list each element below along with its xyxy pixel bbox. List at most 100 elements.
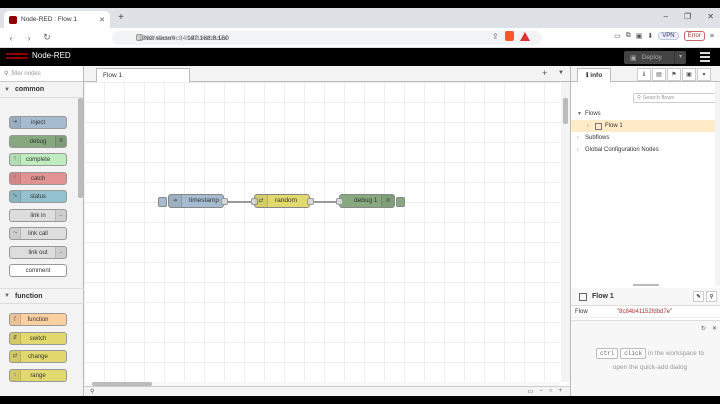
palette-filter-input[interactable]: ⚲ filter nodes — [0, 66, 83, 82]
zoom-controls: ▭ − ○ + — [528, 388, 562, 395]
browser-tab[interactable]: Node-RED : Flow 1 ✕ — [4, 11, 110, 28]
palette-scrollbar[interactable] — [78, 98, 83, 198]
help-book-icon[interactable]: ▤ — [652, 68, 666, 81]
add-flow-button[interactable]: + — [542, 68, 548, 78]
vpn-button[interactable]: VPN — [658, 32, 679, 40]
refresh-tip-icon[interactable]: ↻ — [700, 326, 706, 332]
close-tip-icon[interactable]: ✕ — [711, 326, 717, 332]
back-icon[interactable]: ‹ — [9, 32, 13, 43]
palette-node-function[interactable]: ƒ function — [9, 313, 67, 326]
tab-info[interactable]: ℹ info — [577, 68, 612, 82]
sidebar-scrollbar[interactable] — [715, 82, 720, 286]
tree-item-subflows[interactable]: › Subflows — [571, 132, 720, 144]
catch-alert-icon: ! — [10, 173, 21, 184]
random-icon: ⇄ — [255, 195, 268, 207]
workspace-vertical-scrollbar[interactable] — [561, 82, 570, 382]
zoom-out-icon[interactable]: − — [539, 388, 543, 394]
brand-name: Node-RED — [32, 51, 71, 60]
new-tab-button[interactable]: + — [118, 12, 124, 23]
palette-node-comment[interactable]: comment — [9, 264, 67, 277]
wire-random-debug[interactable] — [310, 201, 340, 203]
reload-icon[interactable]: ↻ — [43, 32, 51, 42]
flow-info-key: Flow — [575, 308, 588, 315]
palette-node-complete[interactable]: ! complete — [9, 153, 67, 166]
info-icon: ℹ — [586, 72, 591, 79]
info-tab-icon[interactable]: ℹ — [637, 68, 651, 81]
share-icon[interactable]: ⇪ — [492, 31, 499, 41]
flow-node-debug[interactable]: debug 1 ≣ — [336, 194, 395, 208]
link-in-icon: → — [55, 210, 66, 221]
config-lock-icon[interactable]: ▣ — [682, 68, 696, 81]
input-port[interactable] — [251, 198, 258, 205]
workspace-canvas[interactable]: ➜ timestamp ⇄ random debug 1 ≣ ⬉ — [84, 82, 560, 382]
zoom-reset-icon[interactable]: ○ — [548, 388, 553, 394]
filter-icon: ⚲ — [4, 71, 9, 77]
brave-rewards-icon[interactable] — [519, 31, 530, 41]
flow-list-dropdown-icon[interactable]: ▼ — [558, 70, 564, 76]
extensions-icon[interactable]: ⧉ — [625, 32, 631, 39]
tree-item-global-config[interactable]: › Global Configuration Nodes — [571, 144, 720, 156]
close-tab-icon[interactable]: ✕ — [99, 16, 105, 24]
flow-node-random[interactable]: ⇄ random — [251, 194, 314, 208]
sidebar-tab-label: info — [590, 72, 603, 79]
forward-icon[interactable]: › — [27, 32, 31, 43]
palette-node-label: range — [30, 372, 46, 379]
scrollbar-thumb[interactable] — [563, 98, 568, 124]
workspace-footer: ⚲ ▭ − ○ + — [84, 386, 570, 396]
main-menu-icon[interactable] — [700, 52, 710, 64]
flow-node-timestamp[interactable]: ➜ timestamp — [168, 194, 228, 208]
palette-category-function[interactable]: ▼ function — [0, 288, 84, 304]
workspace-horizontal-scrollbar[interactable] — [84, 382, 560, 386]
input-port[interactable] — [336, 198, 343, 205]
inject-trigger-button[interactable] — [158, 197, 167, 207]
extension-icons: ⇪ — [492, 31, 530, 41]
tree-item-flows[interactable]: ▼ Flows — [571, 108, 720, 120]
debug-toggle-button[interactable] — [396, 197, 405, 207]
minimize-button[interactable]: – — [663, 12, 669, 21]
wallet-icon[interactable]: ▣ — [635, 33, 643, 40]
address-bar[interactable]: ▲ Not secure | 192.168.8.160 :1880/#flow… — [112, 31, 542, 45]
tree-item-flow-1[interactable]: › Flow 1 — [571, 120, 720, 132]
palette-node-switch[interactable]: ⇵ switch — [9, 332, 67, 345]
status-pulse-icon: ∿ — [10, 191, 21, 202]
tab-flow-1[interactable]: Flow 1 — [96, 68, 190, 83]
scrollbar-thumb[interactable] — [92, 382, 152, 386]
navigator-icon[interactable]: ▭ — [527, 389, 534, 395]
wire-timestamp-random[interactable] — [222, 201, 254, 203]
search-icon[interactable]: ⚲ — [706, 291, 717, 302]
restore-button[interactable]: ❐ — [684, 12, 692, 21]
deploy-button[interactable]: ▣ Deploy ▾ — [624, 51, 686, 64]
zoom-in-icon[interactable]: + — [558, 388, 562, 394]
brave-shield-icon[interactable] — [504, 31, 514, 41]
search-icon[interactable]: ⚲ — [90, 389, 95, 395]
sidebar-menu-icon[interactable]: ▾ — [697, 68, 711, 81]
output-port[interactable] — [221, 198, 228, 205]
output-port[interactable] — [307, 198, 314, 205]
palette-node-link-call[interactable]: ⤳ link call — [9, 227, 67, 240]
palette-node-link-in[interactable]: link in → — [9, 209, 67, 222]
error-button[interactable]: Error — [683, 31, 705, 41]
deploy-dropdown-icon[interactable]: ▾ — [674, 51, 686, 64]
palette-node-label: link call — [28, 230, 48, 237]
browser-tab-title: Node-RED : Flow 1 — [21, 16, 77, 23]
palette-node-catch[interactable]: ! catch — [9, 172, 67, 185]
help-tips-toolbar: ↻ ✕ — [701, 325, 717, 332]
palette-category-common[interactable]: ▼ common — [0, 82, 83, 98]
palette-node-link-out[interactable]: link out → — [9, 246, 67, 259]
palette-node-debug[interactable]: debug ≣ — [9, 135, 67, 148]
edit-icon[interactable]: ✎ — [693, 291, 704, 302]
downloads-icon[interactable]: ⬇ — [647, 33, 654, 40]
search-flows-input[interactable]: ⚲ Search flows — [633, 93, 717, 103]
palette-node-label: inject — [30, 119, 45, 126]
palette-node-inject[interactable]: ➜ inject — [9, 116, 67, 129]
debug-tab-icon[interactable]: ⚑ — [667, 68, 681, 81]
palette-node-status[interactable]: ∿ status — [9, 190, 67, 203]
palette-node-range[interactable]: ↕ range — [9, 369, 67, 382]
sidebar-resize-handle[interactable] — [633, 284, 659, 286]
flow-info-value: "8c84b41152fdbd7e" — [617, 308, 673, 315]
palette-node-label: comment — [25, 267, 51, 274]
palette-node-change[interactable]: ⇄ change — [9, 350, 67, 363]
browser-menu-icon[interactable]: ≡ — [709, 32, 714, 40]
close-window-button[interactable]: ✕ — [707, 12, 714, 21]
sidebar-toggle-icon[interactable]: ▭ — [614, 33, 621, 40]
